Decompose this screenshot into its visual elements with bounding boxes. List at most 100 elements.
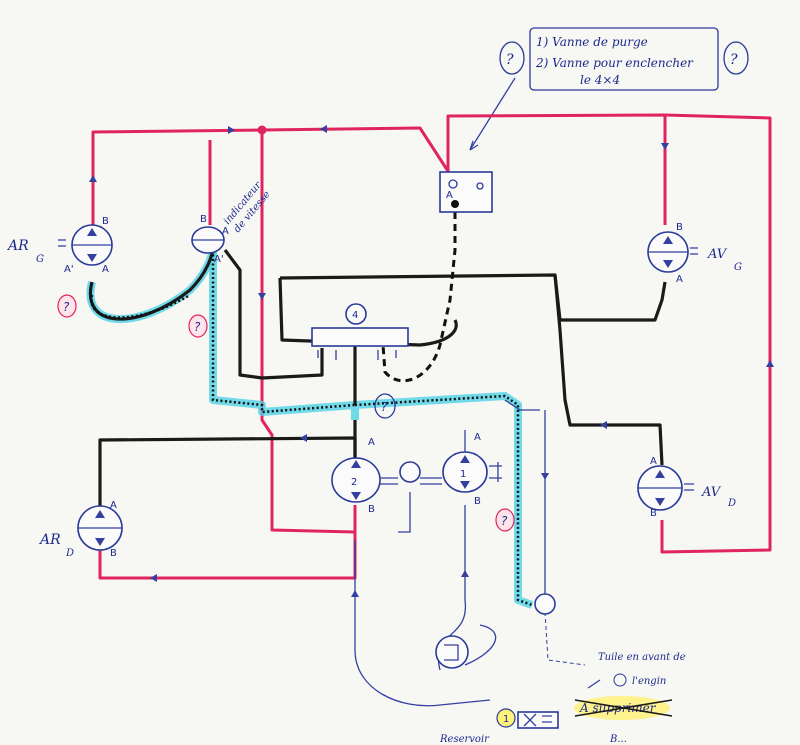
red-line-center-vertical — [260, 130, 356, 534]
pump-2-arrows — [351, 460, 361, 500]
flow-arrow-6 — [661, 143, 669, 150]
top-valve-port-a: A — [446, 190, 453, 201]
coupling-stand — [398, 492, 411, 533]
motor-av-g-name: AV — [707, 247, 728, 262]
flow-arrow-8 — [300, 434, 307, 442]
note-question-left — [499, 41, 525, 75]
note-pointer-arrow — [469, 77, 516, 151]
blue-loop — [464, 624, 497, 666]
pump-1-port-b: B — [474, 496, 481, 507]
motor-ar-g-arrows — [87, 228, 97, 262]
coupling-shaft-right — [420, 477, 442, 485]
pump-2-body — [331, 457, 381, 503]
question-mark-2-text: ? — [194, 320, 201, 334]
front-fitting — [534, 593, 556, 615]
block-1-badge — [496, 708, 516, 728]
speed-indicator-port-b: B — [200, 214, 207, 225]
dashed-pilot-line — [381, 200, 457, 383]
bottom-notes: Tuile en avant de l'engin A supprimer 1 … — [439, 652, 686, 745]
pump-2: 2 A B — [331, 437, 381, 515]
dotted-left-loop — [90, 293, 191, 319]
motor-av-d: AV D A B — [637, 456, 736, 519]
motor-ar-d-port-b: B — [110, 548, 117, 559]
motor-av-d-sub: D — [727, 498, 736, 509]
note-question-right-text: ? — [730, 52, 738, 68]
block-1-number: 1 — [503, 714, 509, 725]
motor-av-d-name: AV — [701, 485, 722, 500]
question-mark-1 — [57, 294, 77, 318]
question-mark-4 — [495, 508, 515, 532]
top-valve-knob — [476, 182, 484, 190]
pump-1-shaft — [489, 462, 502, 482]
motor-ar-d-sub: D — [65, 548, 74, 559]
black-hydraulic-lines — [88, 239, 667, 510]
note-question-left-text: ? — [506, 52, 514, 68]
motor-ar-d-name: AR — [38, 532, 61, 548]
pump-1-body — [442, 451, 488, 493]
note-line-2a: 2) Vanne pour enclencher — [535, 56, 694, 70]
motor-av-d-port-a: A — [650, 456, 657, 467]
question-mark-3 — [374, 393, 396, 419]
red-junction-top — [257, 125, 267, 135]
dotted-main-run — [211, 250, 533, 607]
note-line-1: 1) Vanne de purge — [536, 35, 648, 49]
front-note-line-1: Tuile en avant de — [598, 652, 686, 663]
coupling-wheel — [399, 461, 421, 483]
distributor-block-4-badge — [345, 303, 367, 325]
motor-ar-g-port-a: A — [102, 264, 109, 275]
motor-ar-g-port-b: B — [102, 216, 109, 227]
motor-ar-g-name: AR — [6, 238, 29, 254]
front-note-symbol — [613, 673, 627, 687]
note-box-frame — [529, 27, 719, 91]
bottom-left-note: Reservoir — [439, 734, 490, 745]
top-valve-port — [448, 179, 458, 189]
blue-dashed-front — [544, 611, 586, 666]
motor-ar-g-sub: G — [36, 254, 44, 265]
question-mark-1-text: ? — [63, 300, 70, 314]
motor-av-g-port-b: B — [676, 222, 683, 233]
question-marks: ? ? ? ? — [57, 294, 515, 532]
question-mark-4-text: ? — [501, 514, 508, 528]
flow-arrow-2 — [228, 126, 235, 134]
note-pointer-arrowhead — [469, 140, 479, 151]
flow-arrow-4 — [258, 293, 266, 300]
distributor-block-4-body — [311, 327, 409, 347]
motor-av-d-port-b: B — [650, 508, 657, 519]
red-line-right-outer — [660, 113, 772, 554]
motor-av-g: AV G B A — [647, 222, 742, 285]
black-top-run — [279, 273, 667, 322]
filter-body — [435, 635, 469, 669]
top-valve-body — [439, 171, 493, 213]
filter-element — [444, 644, 459, 661]
motor-ar-g-port-a-prime: A' — [64, 264, 74, 275]
pump-2-port-b: B — [368, 504, 375, 515]
block-1-symbol — [523, 713, 552, 727]
blue-thin-lines — [354, 399, 586, 707]
pump-coupling — [380, 461, 442, 533]
motor-av-g-port-a: A — [676, 274, 683, 285]
motor-ar-g-shaft — [58, 239, 66, 247]
red-line-top-right — [446, 113, 667, 225]
motor-av-d-arrows — [655, 470, 665, 506]
pump-1-number: 1 — [460, 469, 466, 480]
question-mark-3-text: ? — [381, 400, 388, 414]
motor-av-g-arrows — [663, 236, 673, 268]
distributor-block-4-ports — [317, 350, 397, 360]
note-line-2b: le 4×4 — [580, 73, 620, 87]
motor-av-g-shaft — [690, 247, 698, 255]
blue-connector-top — [504, 399, 540, 411]
motor-ar-d-port-a: A — [110, 500, 117, 511]
pump-1-port-a: A — [474, 432, 481, 443]
note-box-top: ? ? 1) Vanne de purge 2) Vanne pour encl… — [469, 27, 749, 151]
motor-ar-d: AR D A B — [38, 500, 123, 559]
motor-ar-g: AR G B A A' — [6, 216, 113, 275]
bottom-right-note: B... — [609, 734, 627, 745]
pump-2-number: 2 — [351, 477, 357, 488]
pump-1: 1 A B — [442, 432, 502, 507]
filter-loop — [435, 635, 469, 669]
flow-arrow-11 — [351, 590, 359, 597]
note-question-right — [723, 41, 749, 75]
